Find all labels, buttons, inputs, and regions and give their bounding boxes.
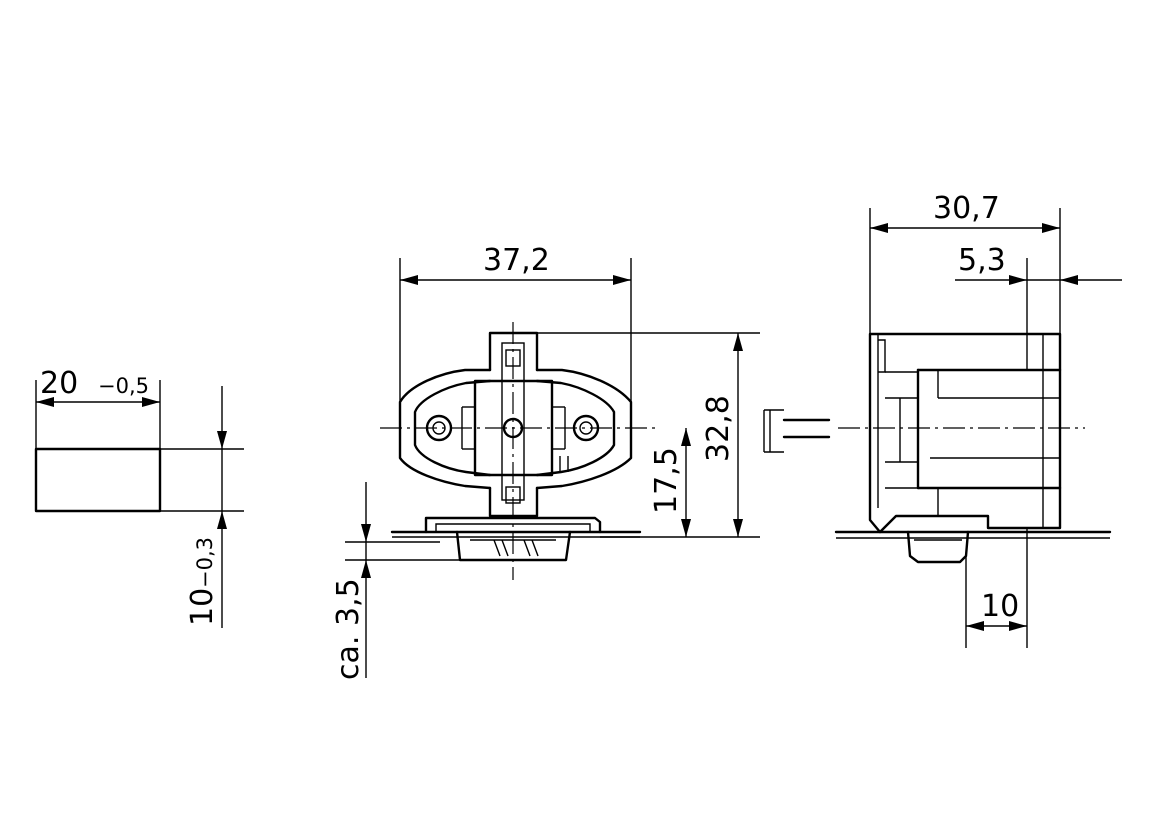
block-view: 20 −0,5 10 −0,3 — [34, 366, 244, 628]
side-base-foot — [906, 530, 970, 564]
block-width-label: 20 — [40, 366, 78, 401]
body-outline — [398, 368, 633, 490]
front-view: 37,2 32,8 17,5 ca. 3,5 — [331, 243, 831, 680]
side-mount-label: 10 — [981, 589, 1019, 624]
left-screw-hole — [425, 414, 453, 442]
top-tab — [488, 331, 539, 372]
front-height-label: 32,8 — [701, 395, 736, 462]
center-pin-hole — [502, 417, 524, 439]
base-offset-label: ca. 3,5 — [331, 578, 366, 680]
center-socket — [473, 379, 554, 477]
center-height-label: 17,5 — [649, 447, 684, 514]
front-width-label: 37,2 — [483, 243, 550, 278]
block-height-tolerance: −0,3 — [193, 537, 217, 588]
side-depth-label: 30,7 — [933, 191, 1000, 226]
block-width-tolerance: −0,5 — [98, 374, 149, 398]
side-offset-label: 5,3 — [958, 243, 1006, 278]
side-view: 30,7 5,3 10 — [834, 191, 1122, 648]
block-outline — [34, 447, 162, 513]
side-body-outline — [868, 332, 1062, 534]
block-height-label: 10 — [185, 588, 220, 626]
mounting-clip — [424, 516, 602, 534]
right-screw-hole — [572, 414, 600, 442]
base-foot — [455, 530, 572, 562]
